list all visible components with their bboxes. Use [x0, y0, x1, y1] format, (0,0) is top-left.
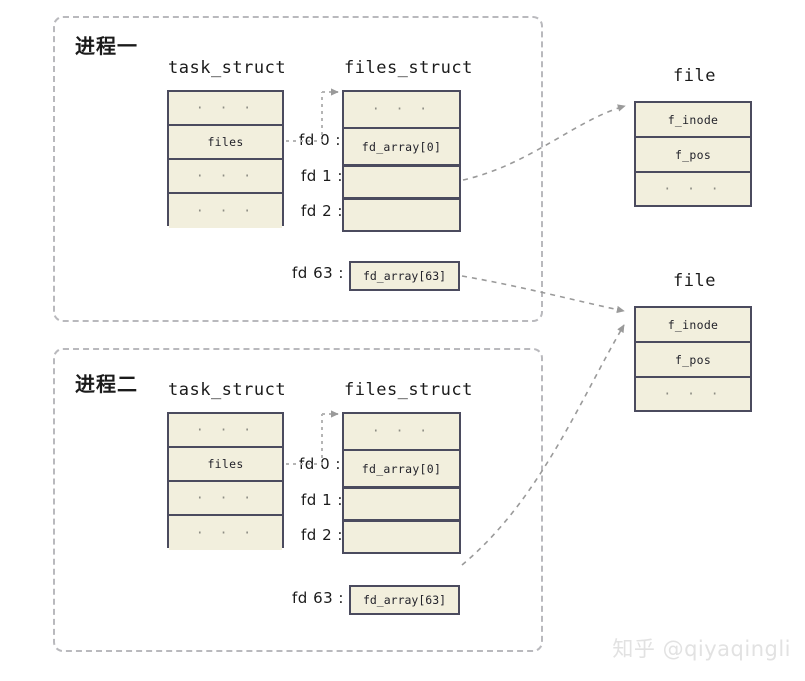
files-struct-title-1: files_struct — [344, 58, 473, 78]
file-row-f-pos: f_pos — [636, 343, 750, 378]
task-struct-row: · · · — [169, 516, 282, 550]
file-title-1: file — [673, 66, 716, 86]
file-row-f-inode: f_inode — [636, 308, 750, 343]
files-struct-row-fd0: fd_array[0] — [344, 129, 459, 167]
fd-label-2-p2: fd 2 : — [301, 526, 343, 544]
fd-label-1-p2: fd 1 : — [301, 491, 343, 509]
process-label-2: 进程二 — [75, 372, 138, 396]
task-struct-table-2: · · · files · · · · · · — [167, 412, 284, 550]
task-struct-title-1: task_struct — [168, 58, 287, 78]
files-struct-row: · · · — [344, 92, 459, 129]
files-struct-row-fd1 — [344, 167, 459, 200]
file-row-dots: · · · — [636, 173, 750, 205]
task-struct-table-1: · · · files · · · · · · — [167, 90, 284, 228]
files-struct-title-2: files_struct — [344, 380, 473, 400]
files-struct-row-fd1 — [344, 489, 459, 522]
task-struct-row: · · · — [169, 414, 282, 448]
files-struct-row-fd2 — [344, 200, 459, 230]
files-struct-row-fd2 — [344, 522, 459, 552]
file-table-1: f_inode f_pos · · · — [634, 101, 752, 207]
task-struct-row-files: files — [169, 126, 282, 160]
task-struct-row: · · · — [169, 194, 282, 228]
file-row-f-inode: f_inode — [636, 103, 750, 138]
task-struct-row: · · · — [169, 92, 282, 126]
files-struct-row-fd0: fd_array[0] — [344, 451, 459, 489]
file-row-f-pos: f_pos — [636, 138, 750, 173]
fd-label-2-p1: fd 2 : — [301, 202, 343, 220]
fd-array-63-box-p2: fd_array[63] — [349, 585, 460, 615]
fd-label-63-p2: fd 63 : — [292, 589, 344, 607]
file-row-dots: · · · — [636, 378, 750, 410]
fd-label-1-p1: fd 1 : — [301, 167, 343, 185]
task-struct-title-2: task_struct — [168, 380, 287, 400]
file-title-2: file — [673, 271, 716, 291]
watermark: 知乎 @qiyaqingli — [612, 637, 791, 661]
files-struct-table-1: · · · fd_array[0] — [342, 90, 461, 232]
fd-label-0-p1: fd 0 : — [299, 131, 341, 149]
fd-array-63-box-p1: fd_array[63] — [349, 261, 460, 291]
fd-label-63-p1: fd 63 : — [292, 264, 344, 282]
fd-label-0-p2: fd 0 : — [299, 455, 341, 473]
file-table-2: f_inode f_pos · · · — [634, 306, 752, 412]
task-struct-row: · · · — [169, 482, 282, 516]
task-struct-row-files: files — [169, 448, 282, 482]
process-label-1: 进程一 — [75, 34, 138, 58]
files-struct-table-2: · · · fd_array[0] — [342, 412, 461, 554]
files-struct-row: · · · — [344, 414, 459, 451]
task-struct-row: · · · — [169, 160, 282, 194]
